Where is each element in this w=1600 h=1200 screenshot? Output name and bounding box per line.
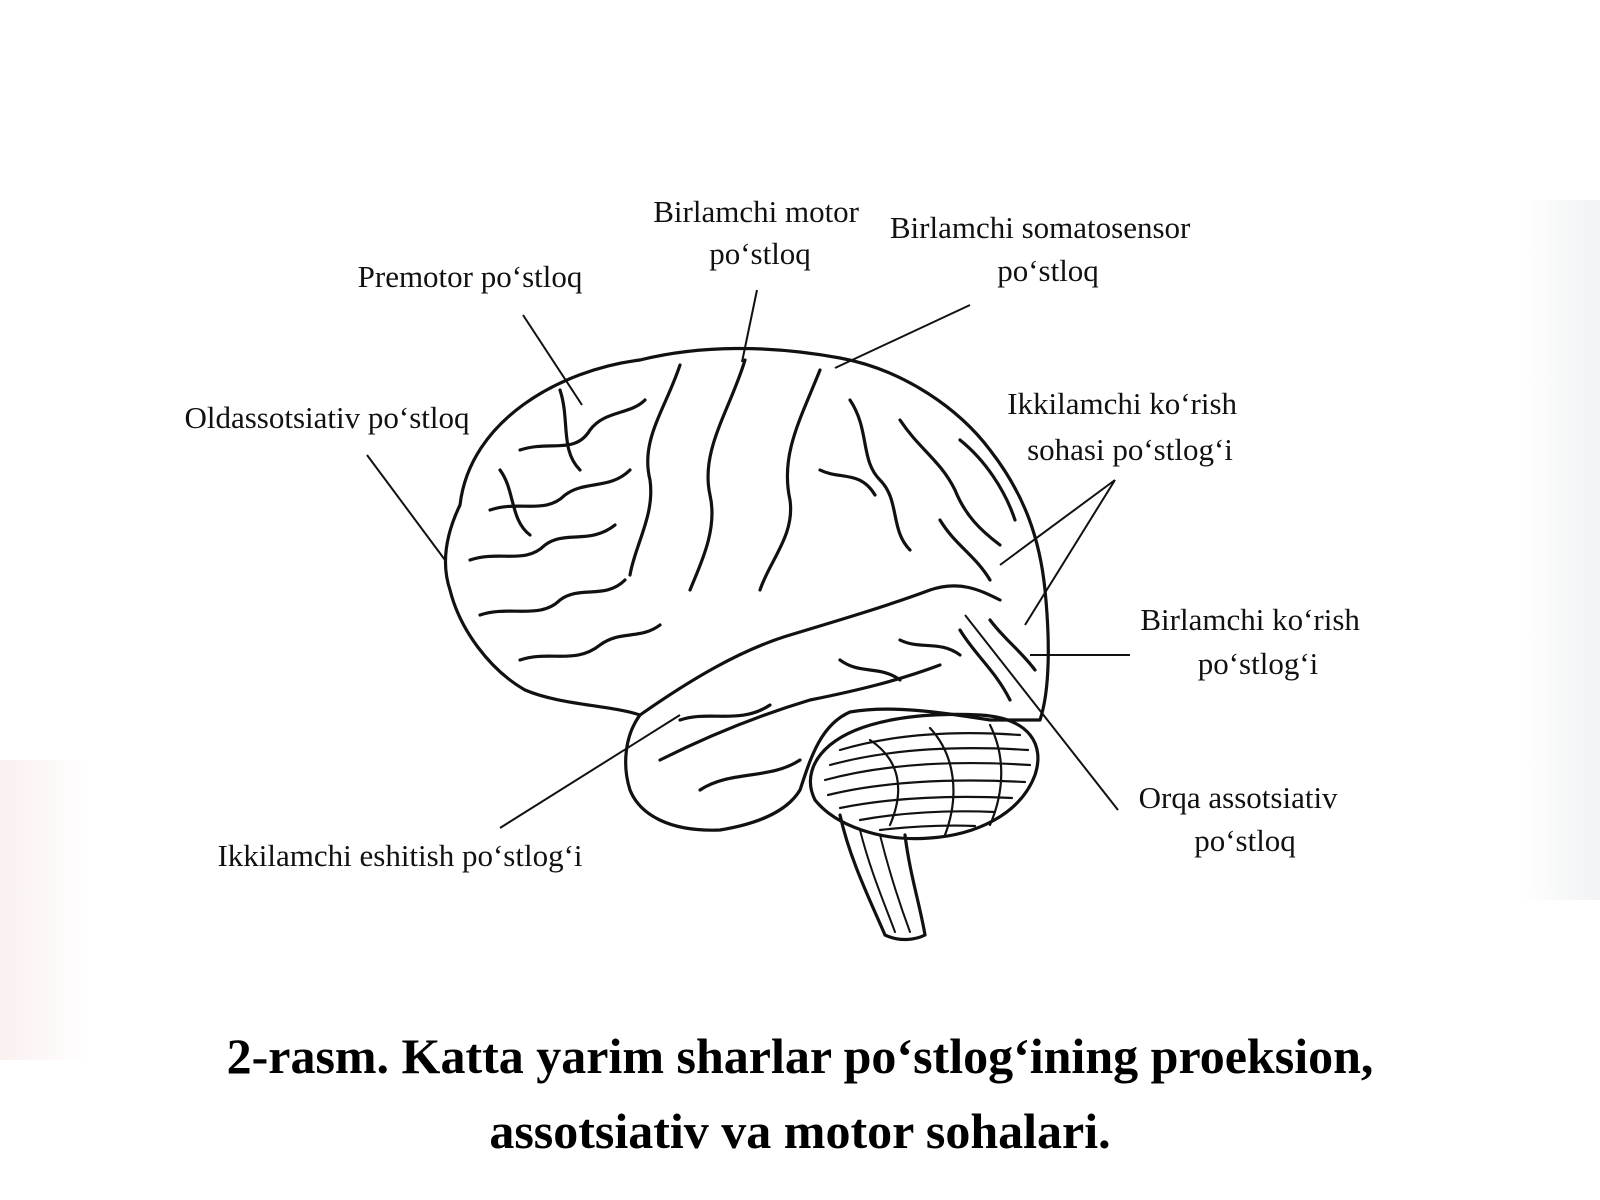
postcentral-sulcus — [758, 368, 822, 592]
figure-caption-line-2: assotsiativ va motor sohalari. — [489, 1103, 1111, 1159]
label-oldassotsiativ: Oldassotsiativ po‘stloq — [184, 400, 469, 435]
brain-illustration — [443, 346, 1050, 942]
temporal-sulcus — [658, 663, 942, 762]
left-edge-shade — [0, 760, 90, 1060]
cerebrum-outline — [443, 346, 1050, 832]
cerebellum-folia — [823, 723, 1032, 837]
leader-lines — [366, 289, 1130, 829]
label-birlamchi-motor: Birlamchi motor po‘stloq — [653, 194, 867, 271]
precentral-sulcus — [628, 363, 682, 577]
right-edge-shade — [1520, 200, 1600, 900]
brainstem — [838, 813, 927, 942]
figure-caption-line-1: 2-rasm. Katta yarim sharlar po‘stlog‘ini… — [226, 1028, 1374, 1084]
central-sulcus — [688, 358, 747, 592]
label-ikkilamchi-eshitish: Ikkilamchi eshitish po‘stlog‘i — [217, 838, 582, 873]
cerebellum-outline — [808, 712, 1040, 841]
lateral-sulcus — [638, 584, 1002, 717]
diagram-labels: Birlamchi motor po‘stloq Premotor po‘stl… — [184, 194, 1367, 873]
label-somatosensor: Birlamchi somatosensor po‘stloq — [890, 210, 1198, 288]
label-premotor: Premotor po‘stloq — [358, 259, 583, 294]
label-orqa-assotsiativ: Orqa assotsiativ po‘stloq — [1139, 780, 1346, 858]
label-ikkilamchi-korish: Ikkilamchi ko‘rish sohasi po‘stlog‘i — [1007, 386, 1245, 467]
label-birlamchi-korish: Birlamchi ko‘rish po‘stlog‘i — [1140, 602, 1367, 681]
